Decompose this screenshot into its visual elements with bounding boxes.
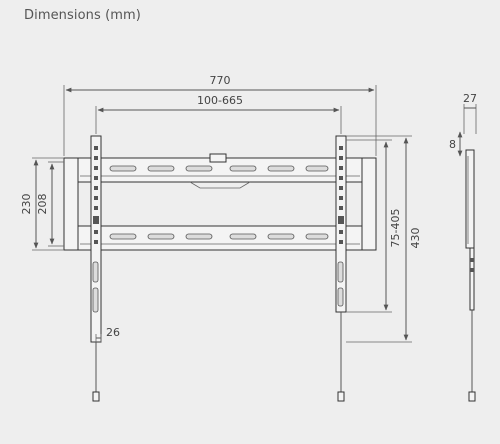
label-vesa-height: 75-405 <box>389 209 402 248</box>
dim-vesa-width: 100-665 <box>95 94 342 134</box>
right-vertical-arm <box>335 135 347 402</box>
label-wall-gap: 8 <box>449 138 456 151</box>
level-indicator <box>209 153 227 163</box>
label-strap-width: 26 <box>106 326 120 339</box>
dim-height-outer: 230 <box>20 157 64 251</box>
left-vertical-arm <box>90 135 102 402</box>
label-overall-width: 770 <box>210 74 231 87</box>
right-end-cap <box>361 157 377 251</box>
page-title: Dimensions (mm) <box>24 8 141 23</box>
front-view <box>63 135 377 402</box>
center-notch <box>189 181 251 189</box>
side-view: 27 8 <box>449 92 477 402</box>
dim-vesa-height: 75-405 <box>346 139 402 313</box>
side-profile-arm <box>469 247 475 311</box>
label-vesa-width: 100-665 <box>197 94 243 107</box>
rail-slots <box>80 165 360 245</box>
label-height-inner: 208 <box>36 194 49 215</box>
label-total-height: 430 <box>409 228 422 249</box>
left-end-cap <box>63 157 79 251</box>
side-profile-body <box>465 149 475 249</box>
label-depth: 27 <box>463 92 477 105</box>
dim-height-inner: 208 <box>36 161 64 247</box>
dim-overall-width: 770 <box>63 74 377 156</box>
label-height-outer: 230 <box>20 194 33 215</box>
dim-strap-width: 26 <box>95 326 120 342</box>
dim-total-height: 430 <box>346 135 422 343</box>
